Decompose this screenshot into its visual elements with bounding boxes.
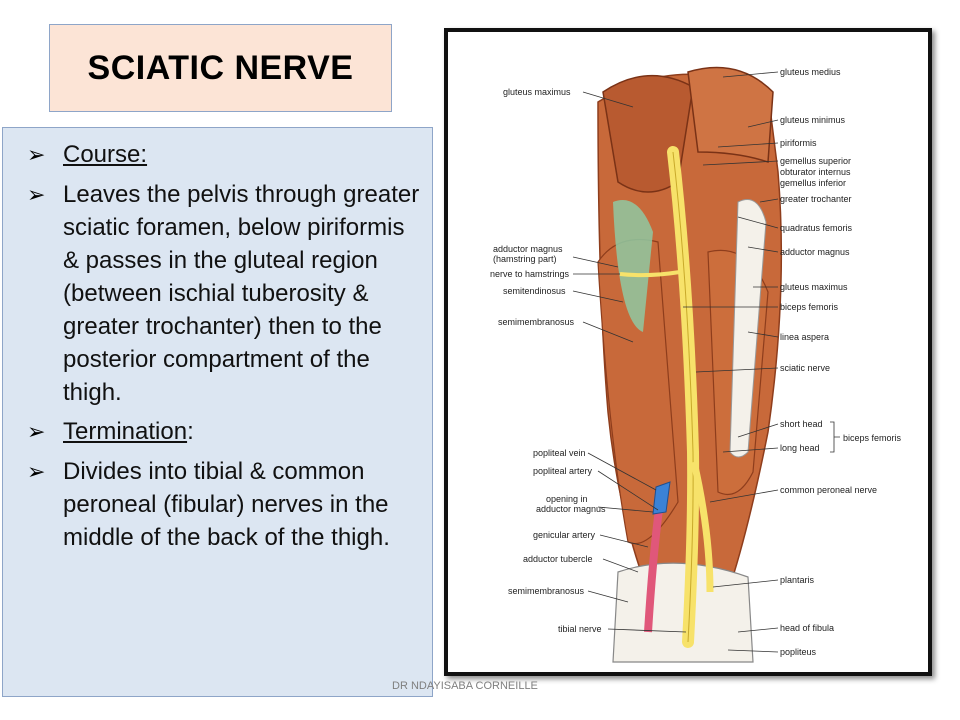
bullet-text: Course: — [63, 141, 148, 168]
label-sciatic-nerve: sciatic nerve — [780, 363, 830, 373]
label-popliteal-vein: popliteal vein — [533, 448, 586, 458]
common-peroneal-nerve — [690, 461, 714, 593]
label-opening-in: opening in — [546, 494, 588, 504]
arrow-bullet-icon: ➢ — [27, 419, 46, 444]
arrow-bullet-icon: ➢ — [27, 142, 46, 167]
label-gluteus-maximus: gluteus maximus — [780, 282, 848, 292]
bullet-course-description: ➢ Leaves the pelvis through greater scia… — [27, 178, 424, 409]
slide-title: SCIATIC NERVE — [87, 48, 354, 87]
popliteal-vein — [652, 481, 671, 515]
right-labels: gluteus medius gluteus minimus piriformi… — [683, 67, 902, 657]
bone-femur — [729, 199, 767, 458]
label-tibial-nerve: tibial nerve — [558, 624, 602, 634]
label-adductor-magnus-left: adductor magnus — [493, 244, 563, 254]
label-head-of-fibula: head of fibula — [780, 623, 834, 633]
label-semimembranosus-lower: semimembranosus — [508, 586, 585, 596]
bullet-text: Leaves the pelvis through greater sciati… — [63, 181, 420, 406]
label-short-head: short head — [780, 419, 823, 429]
label-common-peroneal-nerve: common peroneal nerve — [780, 485, 877, 495]
bullet-termination-description: ➢ Divides into tibial & common peroneal … — [27, 455, 424, 554]
label-plantaris: plantaris — [780, 575, 815, 585]
footer-author: DR NDAYISABA CORNEILLE — [392, 680, 538, 692]
label-gluteus-minimus: gluteus minimus — [780, 115, 846, 125]
label-semitendinosus: semitendinosus — [503, 286, 566, 296]
label-popliteal-artery: popliteal artery — [533, 466, 593, 476]
anatomy-figure: gluteus medius gluteus minimus piriformi… — [444, 28, 932, 676]
bullet-text: Divides into tibial & common peroneal (f… — [63, 458, 390, 551]
label-quadratus-femoris: quadratus femoris — [780, 223, 853, 233]
label-greater-trochanter: greater trochanter — [780, 194, 852, 204]
label-hamstring-part: (hamstring part) — [493, 254, 557, 264]
label-adductor-magnus: adductor magnus — [780, 247, 850, 257]
bullet-course: ➢ Course: — [27, 138, 424, 172]
title-box: SCIATIC NERVE — [49, 24, 392, 112]
label-popliteus: popliteus — [780, 647, 817, 657]
content-box: ➢ Course: ➢ Leaves the pelvis through gr… — [2, 127, 433, 697]
label-gemellus-inferior: gemellus inferior — [780, 178, 846, 188]
label-semimembranosus: semimembranosus — [498, 317, 575, 327]
label-obturator-internus: obturator internus — [780, 167, 851, 177]
label-long-head: long head — [780, 443, 820, 453]
label-linea-aspera: linea aspera — [780, 332, 829, 342]
label-biceps-femoris: biceps femoris — [780, 302, 839, 312]
bullet-text: Termination: — [63, 415, 194, 448]
label-gluteus-maximus-left: gluteus maximus — [503, 87, 571, 97]
gluteus-medius-muscle — [687, 66, 774, 164]
label-adductor-magnus-opening: adductor magnus — [536, 504, 606, 514]
label-gemellus-superior: gemellus superior — [780, 156, 851, 166]
label-genicular-artery: genicular artery — [533, 530, 596, 540]
label-gluteus-medius: gluteus medius — [780, 67, 841, 77]
termination-heading: Termination — [63, 418, 188, 445]
label-nerve-to-hamstrings: nerve to hamstrings — [490, 269, 570, 279]
adductor-fascia — [613, 200, 653, 332]
label-adductor-tubercle: adductor tubercle — [523, 554, 593, 564]
arrow-bullet-icon: ➢ — [27, 182, 46, 207]
nerve-to-hamstrings — [619, 270, 681, 278]
bullet-termination: ➢ Termination: — [27, 415, 424, 449]
label-biceps-femoris-heads: biceps femoris — [843, 433, 902, 443]
left-labels: gluteus maximus adductor magnus (hamstri… — [490, 87, 687, 634]
knee-bones — [612, 562, 754, 663]
arrow-bullet-icon: ➢ — [27, 459, 46, 484]
sciatic-nerve-outline — [672, 151, 694, 643]
posterior-thigh-illustration: gluteus medius gluteus minimus piriformi… — [490, 66, 902, 663]
termination-colon: : — [187, 418, 194, 445]
label-piriformis: piriformis — [780, 138, 817, 148]
